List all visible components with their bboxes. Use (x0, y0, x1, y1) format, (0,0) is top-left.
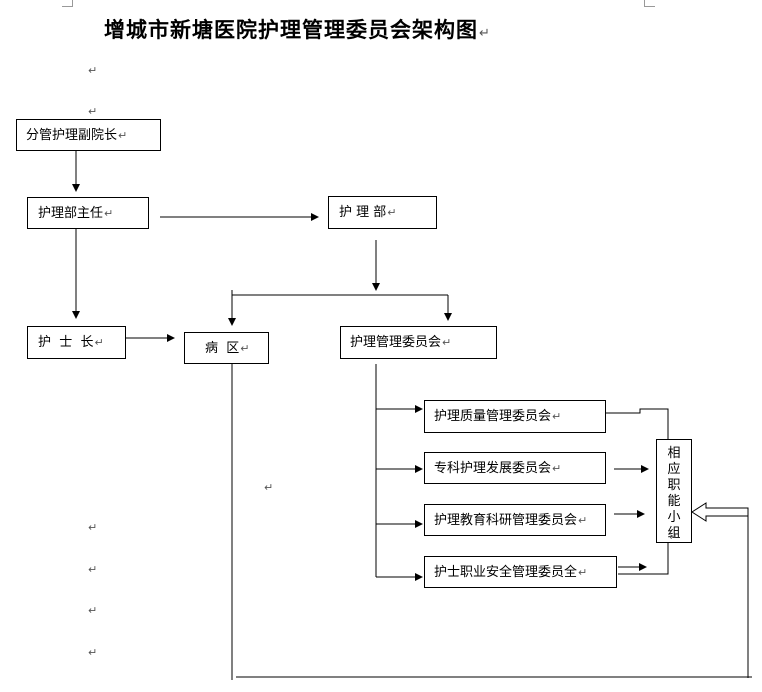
node-director: 护理部主任↵ (27, 197, 149, 229)
paragraph-mark: ↵ (669, 532, 678, 543)
function-group-char: 相 (667, 446, 681, 461)
node-education-committee-label: 护理教育科研管理委员会 (434, 512, 578, 528)
function-group-char: 职 (667, 478, 681, 493)
paragraph-mark: ↵ (88, 105, 98, 118)
node-safety-committee: 护士职业安全管理委员全↵ (424, 556, 617, 588)
node-ward: 病 区↵ (184, 332, 269, 364)
node-education-committee: 护理教育科研管理委员会↵ (424, 504, 606, 536)
node-committee-label: 护理管理委员会 (350, 335, 442, 350)
paragraph-mark: ↵ (387, 206, 397, 219)
function-group-char: 能 (667, 494, 681, 509)
node-vice-president: 分管护理副院长↵ (16, 119, 161, 151)
paragraph-mark: ↵ (442, 336, 452, 349)
node-quality-committee-label: 护理质量管理委员会 (434, 409, 552, 424)
function-group-char: 小 (667, 510, 681, 525)
node-head-nurse-label: 护 士 长 (38, 335, 94, 350)
paragraph-mark: ↵ (88, 646, 98, 659)
node-specialty-committee-label: 专科护理发展委员会 (434, 460, 552, 476)
page-corner-mark-right (644, 0, 655, 7)
node-ward-label: 病 区 (205, 340, 240, 356)
paragraph-mark: ↵ (88, 521, 98, 534)
paragraph-mark: ↵ (88, 563, 98, 576)
paragraph-mark: ↵ (94, 336, 104, 349)
paragraph-mark: ↵ (479, 26, 491, 41)
function-group-char: 组 (667, 526, 681, 541)
hollow-arrow (691, 502, 749, 522)
paragraph-mark: ↵ (104, 206, 114, 220)
chart-title: 增城市新塘医院护理管理委员会架构图↵ (104, 14, 491, 44)
node-committee: 护理管理委员会↵ (340, 326, 497, 359)
paragraph-mark: ↵ (552, 461, 562, 475)
node-specialty-committee: 专科护理发展委员会↵ (424, 452, 606, 484)
paragraph-mark: ↵ (264, 481, 274, 494)
node-director-label: 护理部主任 (38, 205, 104, 221)
edge-safety-group (618, 543, 669, 575)
node-nursing-dept: 护 理 部↵ (328, 196, 437, 229)
paragraph-mark: ↵ (552, 410, 562, 423)
paragraph-mark: ↵ (578, 513, 588, 527)
paragraph-mark: ↵ (88, 604, 98, 617)
node-safety-committee-label: 护士职业安全管理委员全 (434, 564, 578, 580)
paragraph-mark: ↵ (88, 64, 98, 77)
node-nursing-dept-label: 护 理 部 (339, 205, 387, 220)
paragraph-mark: ↵ (578, 565, 588, 579)
function-group-char: 应 (667, 462, 681, 477)
edge-quality-group (606, 408, 669, 439)
node-function-group: 相 应 职 能 小 组 ↵ (656, 439, 692, 543)
paragraph-mark: ↵ (240, 341, 250, 355)
paragraph-mark: ↵ (118, 128, 128, 142)
node-quality-committee: 护理质量管理委员会↵ (424, 400, 606, 433)
node-vice-president-label: 分管护理副院长 (26, 127, 118, 143)
page-corner-mark-left (62, 0, 73, 7)
node-head-nurse: 护 士 长↵ (27, 326, 126, 359)
chart-title-text: 增城市新塘医院护理管理委员会架构图 (104, 18, 478, 42)
